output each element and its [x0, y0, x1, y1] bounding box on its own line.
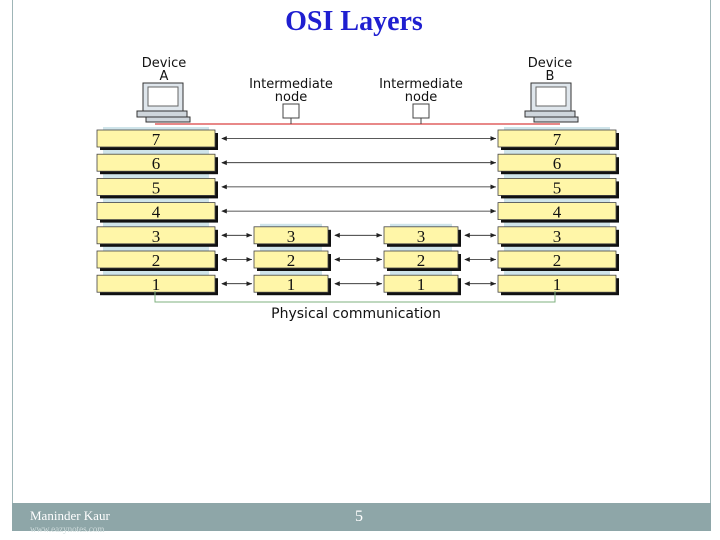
device-a-layer-box — [96, 226, 216, 245]
device-a-layer-box — [96, 129, 216, 148]
footer-website: www.eazynotes.com — [30, 524, 105, 534]
device-a-layer-stack: 7 6 5 4 3 2 1 — [96, 127, 218, 296]
node-2-layer-box — [383, 250, 459, 269]
device-b-layer-box — [497, 202, 617, 221]
node-2-layer-3-label: 3 — [417, 227, 426, 246]
node-1-box — [282, 103, 300, 119]
device-a-layer-box — [96, 250, 216, 269]
device-b-layer-2-label: 2 — [553, 251, 562, 270]
footer-bar — [12, 503, 711, 531]
device-a-layer-6-label: 6 — [152, 154, 161, 173]
device-b-layer-box — [497, 250, 617, 269]
device-b-label-2: B — [546, 69, 555, 84]
device-b-layer-box — [497, 177, 617, 196]
computer-a-icon — [136, 82, 191, 123]
page-number: 5 — [355, 508, 363, 525]
node-2-box — [412, 103, 430, 119]
node-2-layer-box — [383, 274, 459, 293]
node-2-layer-2-label: 2 — [417, 251, 426, 270]
device-b-layer-4-label: 4 — [553, 203, 562, 222]
physical-communication-label: Physical communication — [271, 306, 441, 322]
device-a-layer-box — [96, 153, 216, 172]
node-1-layer-box — [253, 250, 329, 269]
physical-bracket — [154, 291, 556, 303]
device-a-layer-box — [96, 274, 216, 293]
node-1-label-1: Intermediate — [249, 77, 333, 92]
node-1-layer-3-label: 3 — [287, 227, 296, 246]
node-2-label-2: node — [405, 90, 437, 105]
device-b-layer-7-label: 7 — [553, 130, 562, 149]
node-2-label-1: Intermediate — [379, 77, 463, 92]
device-a-layer-4-label: 4 — [152, 203, 161, 222]
node-1-label-2: node — [275, 90, 307, 105]
node-1-layer-box — [253, 226, 329, 245]
device-a-label-1: Device — [142, 56, 186, 71]
node-1-layer-stack: 3 2 1 — [253, 223, 331, 296]
node-1-layer-2-label: 2 — [287, 251, 296, 270]
device-a-layer-box — [96, 202, 216, 221]
device-b-label-1: Device — [528, 56, 572, 71]
computer-b-icon — [524, 82, 579, 123]
device-a-label-2: A — [160, 69, 169, 84]
node-1-layer-1-label: 1 — [287, 275, 296, 294]
device-b-layer-6-label: 6 — [553, 154, 562, 173]
device-b-layer-1-label: 1 — [553, 275, 562, 294]
node-2-layer-stack: 3 2 1 — [383, 223, 461, 296]
footer-author: Maninder Kaur — [30, 508, 110, 523]
device-a-layer-1-label: 1 — [152, 275, 161, 294]
node-2-layer-1-label: 1 — [417, 275, 426, 294]
device-b-layer-box — [497, 226, 617, 245]
device-b-layer-box — [497, 274, 617, 293]
device-b-layer-5-label: 5 — [553, 178, 562, 197]
peer-arrows — [221, 136, 496, 287]
node-1-layer-box — [253, 274, 329, 293]
device-b-layer-box — [497, 129, 617, 148]
slide-title: OSI Layers — [285, 6, 423, 37]
device-b-layer-box — [497, 153, 617, 172]
device-a-layer-3-label: 3 — [152, 227, 161, 246]
node-2-layer-box — [383, 226, 459, 245]
device-b-layer-3-label: 3 — [553, 227, 562, 246]
device-b-layer-stack: 7 6 5 4 3 2 1 — [497, 127, 619, 296]
device-a-layer-7-label: 7 — [152, 130, 161, 149]
device-a-layer-5-label: 5 — [152, 178, 161, 197]
device-a-layer-box — [96, 177, 216, 196]
device-a-layer-2-label: 2 — [152, 251, 161, 270]
